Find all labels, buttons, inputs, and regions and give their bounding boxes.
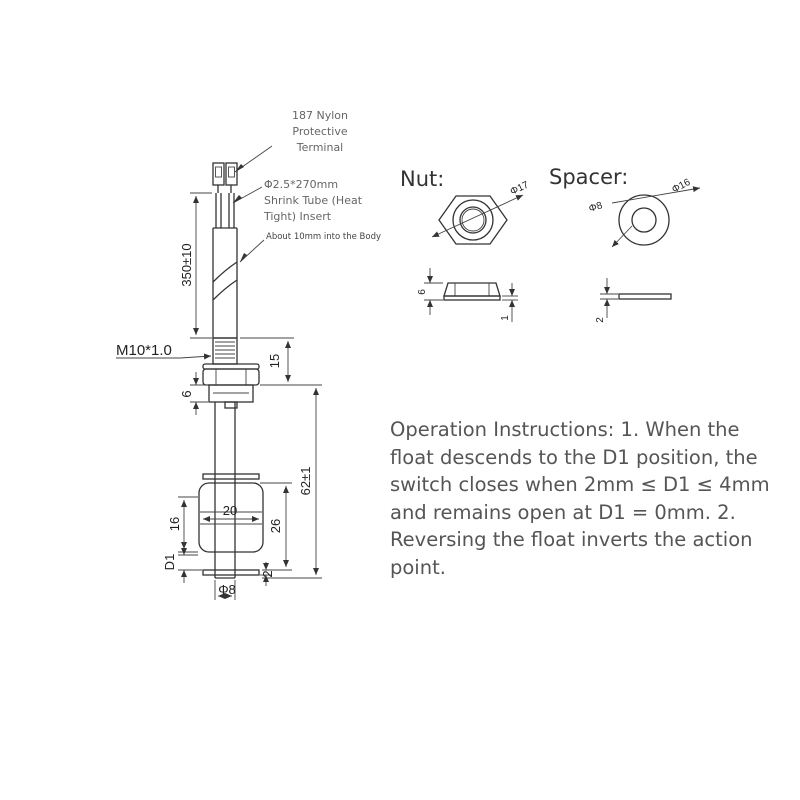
d1-dimension: D1	[162, 554, 177, 571]
stop-thickness-dimension: 2	[260, 570, 275, 577]
nut-height-side-dimension: 6	[417, 289, 428, 295]
shrink-tube-note-line-2: Shrink Tube (Heat	[264, 194, 363, 207]
float-switch-body	[198, 162, 264, 579]
stem-diameter-dimension: Φ8	[218, 582, 236, 597]
spacer-title: Spacer:	[549, 165, 628, 189]
spacer-thickness-dimension: 2	[595, 317, 606, 323]
nut-across-dimension: Φ17	[509, 179, 531, 197]
operation-instructions: Operation Instructions: 1. When the floa…	[390, 418, 770, 579]
total-length-dimension: 62±1	[298, 467, 313, 496]
terminal-note-line-3: Terminal	[296, 141, 344, 154]
cable-length-dimension: 350±10	[179, 243, 194, 286]
thread-label: M10*1.0	[116, 342, 172, 359]
terminal-note-line-2: Protective	[292, 125, 347, 138]
nut-chamfer-dimension: 1	[500, 315, 511, 321]
float-travel-dimension: 26	[268, 519, 283, 533]
callout-lines	[232, 145, 273, 263]
float-height-dimension: 16	[167, 517, 182, 531]
thread-length-dimension: 15	[267, 354, 282, 368]
spacer-diagram	[600, 186, 701, 318]
nut-diagram	[424, 194, 524, 322]
shrink-tube-note-line-1: Φ2.5*270mm	[264, 178, 338, 191]
spacer-outer-dimension: Φ16	[670, 177, 692, 196]
float-width-dimension: 20	[223, 503, 237, 518]
insert-depth-note: About 10mm into the Body	[266, 232, 381, 242]
nut-height-dimension: 6	[179, 390, 194, 397]
terminal-note-line-1: 187 Nylon	[292, 109, 348, 122]
shrink-tube-note-line-3: Tight) Insert	[263, 210, 332, 223]
dimension-lines	[178, 192, 322, 600]
nut-title: Nut:	[400, 167, 444, 191]
spacer-inner-dimension: Φ8	[588, 200, 605, 215]
